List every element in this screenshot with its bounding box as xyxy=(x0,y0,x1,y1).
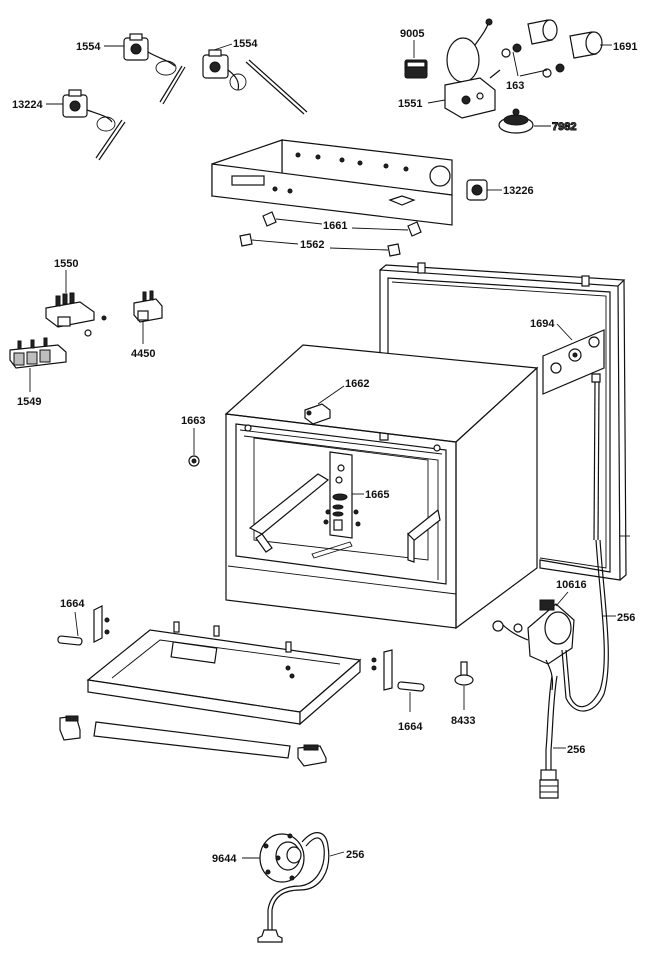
caps-1562 xyxy=(239,233,401,257)
callout-256-inlet: 256 xyxy=(567,744,585,756)
knobs-1691 xyxy=(527,19,603,59)
callout-1663: 1663 xyxy=(181,415,205,427)
heater-flange-9644 xyxy=(259,833,305,883)
hose-256-drain xyxy=(561,539,609,712)
door-1694 xyxy=(379,262,630,581)
pin-1664-right xyxy=(397,681,425,692)
callout-1664-right: 1664 xyxy=(398,721,423,733)
kick-plate xyxy=(59,715,327,767)
nuts-163 xyxy=(501,43,565,78)
timer-motor-1551 xyxy=(444,18,501,119)
callout-1550: 1550 xyxy=(54,258,78,270)
callout-13224: 13224 xyxy=(12,99,43,111)
part-1662 xyxy=(304,403,331,425)
callout-1665: 1665 xyxy=(365,489,389,501)
callout-1562: 1562 xyxy=(300,239,324,251)
callout-9644: 9644 xyxy=(212,853,237,865)
bulbs-1661 xyxy=(262,211,422,237)
callout-1661: 1661 xyxy=(323,220,347,232)
callout-13226: 13226 xyxy=(503,185,534,197)
callout-256-heater: 256 xyxy=(346,849,364,861)
callout-4450: 4450 xyxy=(131,348,155,360)
bracket-right xyxy=(371,649,393,691)
callout-1554-left: 1554 xyxy=(76,41,101,53)
pump-10616 xyxy=(492,599,575,691)
hose-256-inlet xyxy=(539,675,559,799)
callout-7982: 7982 xyxy=(552,121,576,133)
callout-1554-right: 1554 xyxy=(233,38,258,50)
hose-256-heater xyxy=(257,832,330,943)
cabinet-housing xyxy=(224,344,539,630)
callout-8433: 8433 xyxy=(451,715,475,727)
switch-1550 xyxy=(45,292,107,337)
callout-9005: 9005 xyxy=(400,28,424,40)
control-panel xyxy=(211,139,453,226)
bracket-left xyxy=(93,605,110,643)
foot-8433 xyxy=(454,661,474,686)
callout-256-drain: 256 xyxy=(617,612,635,624)
switch-13226 xyxy=(466,179,488,201)
relay-9005 xyxy=(404,59,428,79)
callout-1691: 1691 xyxy=(613,41,637,53)
nut-1663 xyxy=(188,455,200,467)
thermostat-1554-right xyxy=(202,49,308,115)
thermostat-13224 xyxy=(62,89,126,161)
thermostat-1554-left xyxy=(123,33,186,105)
callout-1549: 1549 xyxy=(17,396,41,408)
callout-1662: 1662 xyxy=(345,378,369,390)
callout-1551: 1551 xyxy=(398,98,422,110)
pin-1664-left xyxy=(57,635,83,646)
callout-1694: 1694 xyxy=(530,318,555,330)
callout-1664-left: 1664 xyxy=(60,598,85,610)
callout-163: 163 xyxy=(506,80,524,92)
base-tray xyxy=(86,621,362,726)
ring-7982 xyxy=(498,108,534,134)
switch-4450 xyxy=(133,290,163,323)
callout-10616: 10616 xyxy=(556,579,587,591)
switch-1549 xyxy=(9,337,67,369)
